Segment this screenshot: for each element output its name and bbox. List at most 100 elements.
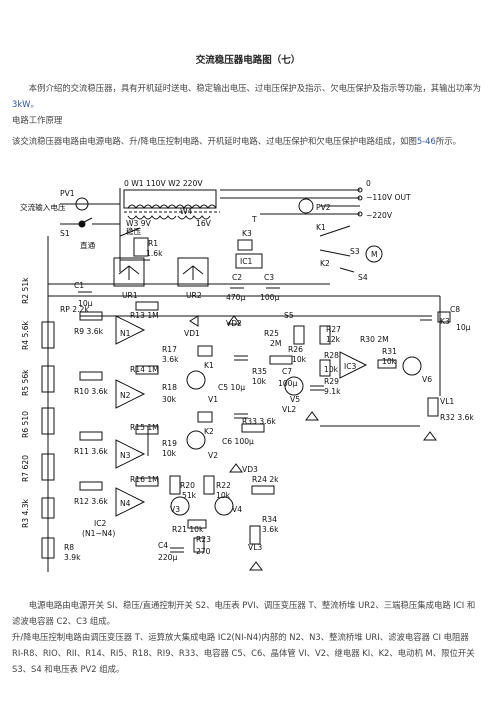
label-s5: S5	[284, 311, 294, 320]
label-ac-input: 交流输入电压	[20, 202, 66, 212]
label-vd1: VD1	[184, 329, 200, 338]
label-r16: R16 1M	[130, 475, 159, 484]
label-n2: N2	[120, 391, 131, 400]
label-k3: K3	[242, 229, 252, 238]
s2-switch	[119, 227, 141, 237]
label-c2v: 470μ	[226, 293, 245, 302]
label-r5: R5 56k	[21, 369, 30, 396]
label-r23: R23	[196, 535, 211, 544]
label-r33: R33 3.6k	[242, 417, 276, 426]
label-vd3: VD3	[242, 465, 258, 474]
transistor-v4	[214, 496, 234, 516]
transistor-v2	[186, 430, 206, 450]
label-r23v: 270	[196, 547, 211, 556]
transformer-primary	[123, 189, 217, 209]
label-c8: C8	[450, 305, 460, 314]
label-r22: R22	[216, 481, 231, 490]
transistor-v3	[170, 496, 190, 516]
label-r1v: 1.6k	[146, 249, 163, 258]
overview-prefix: 该交流稳压器电路由电源电路、升/降电压控制电路、开机延时电路、过电压保护和欠电压…	[12, 136, 417, 146]
label-r25v: 2M	[270, 339, 281, 348]
motor-m	[365, 245, 383, 263]
transistor-v5	[284, 376, 304, 396]
label-r15: R15 1M	[130, 423, 159, 432]
figure-ref: 5-46	[416, 136, 436, 146]
label-r8v: 3.9k	[64, 553, 81, 562]
transistor-v6	[402, 356, 422, 376]
label-c4v: 220μ	[158, 553, 177, 562]
circuit-schematic: PV1 交流输入电压 S1 稳压 直通 0 W1 110V W2 220V W3…	[20, 179, 474, 572]
label-r35v: 10k	[252, 377, 267, 386]
label-n4: N4	[120, 499, 131, 508]
label-r17v: 3.6k	[162, 355, 179, 364]
section-heading: 电路工作原理	[12, 115, 63, 125]
label-c6: C6 100μ	[222, 437, 254, 446]
label-c3v: 100μ	[260, 293, 279, 302]
label-r28: R28	[324, 351, 339, 360]
label-r29v: 9.1k	[324, 387, 341, 396]
label-out: ~110V OUT	[366, 193, 411, 202]
label-out220: ~220V	[366, 211, 393, 220]
label-r1: R1	[148, 239, 158, 248]
intro-power: 3kW。	[12, 99, 39, 109]
k3-relay-coil	[237, 239, 253, 251]
s1-switch	[79, 217, 93, 225]
label-k1b: K1	[204, 361, 214, 370]
label-ur2: UR2	[186, 291, 202, 300]
label-r6: R6 510	[21, 411, 30, 438]
label-r20v: 51k	[182, 491, 197, 500]
label-r20: R20	[180, 481, 195, 490]
label-zero: 0	[366, 179, 371, 188]
intro-paragraph: 本例介绍的交流稳压器，具有开机延时送电、稳定输出电压、过电压保护及指示、欠电压保…	[12, 80, 482, 112]
page-title: 交流稳压器电路图（七）	[195, 55, 301, 66]
label-16v: 16V	[196, 219, 212, 228]
label-s4: S4	[358, 273, 368, 282]
label-r3: R3 4.3k	[21, 498, 30, 528]
label-r4: R4 5.6k	[21, 320, 30, 350]
label-m: M	[371, 250, 378, 259]
label-ic2n: (N1~N4)	[82, 529, 115, 538]
label-w3: W3 9V	[126, 219, 152, 228]
label-vd2: VD2	[226, 319, 242, 328]
label-c2: C2	[232, 273, 242, 282]
label-pv1: PV1	[60, 189, 75, 198]
label-r10: R10 3.6k	[74, 387, 108, 396]
k3-coil	[437, 311, 451, 323]
k1-coil	[197, 345, 213, 357]
op-amp-ic3	[339, 351, 368, 379]
label-r21: R21 10k	[172, 525, 204, 534]
label-regulate: 稳压	[126, 226, 142, 236]
label-r25: R25	[264, 329, 279, 338]
label-v3: V3	[170, 505, 180, 514]
label-rp: RP 2.2k	[60, 305, 89, 314]
label-bypass: 直通	[80, 240, 96, 250]
label-k1: K1	[316, 223, 326, 232]
label-pv2: PV2	[316, 203, 331, 212]
label-r30: R30 2M	[360, 335, 389, 344]
label-r7: R7 620	[21, 455, 30, 482]
label-vl2: VL2	[282, 405, 296, 414]
op-amp-n2	[115, 379, 146, 409]
label-r34: R34	[262, 515, 277, 524]
updown-circuit-paragraph: 升/降电压控制电路由调压变压器 T、运算放大集成电路 IC2(NI-N4)内部的…	[12, 632, 475, 674]
power-circuit-paragraph: 电源电路由电源开关 SI、稳压/直通控制开关 S2、电压表 PVI、调压变压器 …	[12, 600, 476, 626]
label-r28v: 10k	[324, 365, 339, 374]
label-k3b: K3	[440, 317, 450, 326]
label-c3: C3	[264, 273, 274, 282]
ur2-bridge	[177, 257, 209, 287]
label-r17: R17	[162, 345, 177, 354]
k2-coil	[197, 411, 213, 423]
label-r26v: 10k	[292, 355, 307, 364]
label-v4: V4	[232, 505, 242, 514]
label-r26: R26	[288, 345, 303, 354]
label-r22v: 10k	[216, 491, 231, 500]
label-r27v: 12k	[326, 335, 341, 344]
pv2-meter	[298, 198, 314, 214]
label-c7: C7	[282, 367, 292, 376]
label-r19v: 10k	[162, 449, 177, 458]
op-amp-n4	[115, 487, 146, 517]
label-c1v: 10μ	[78, 299, 93, 308]
label-ic1: IC1	[240, 257, 253, 266]
label-r19: R19	[162, 439, 177, 448]
label-r31: R31	[382, 347, 397, 356]
